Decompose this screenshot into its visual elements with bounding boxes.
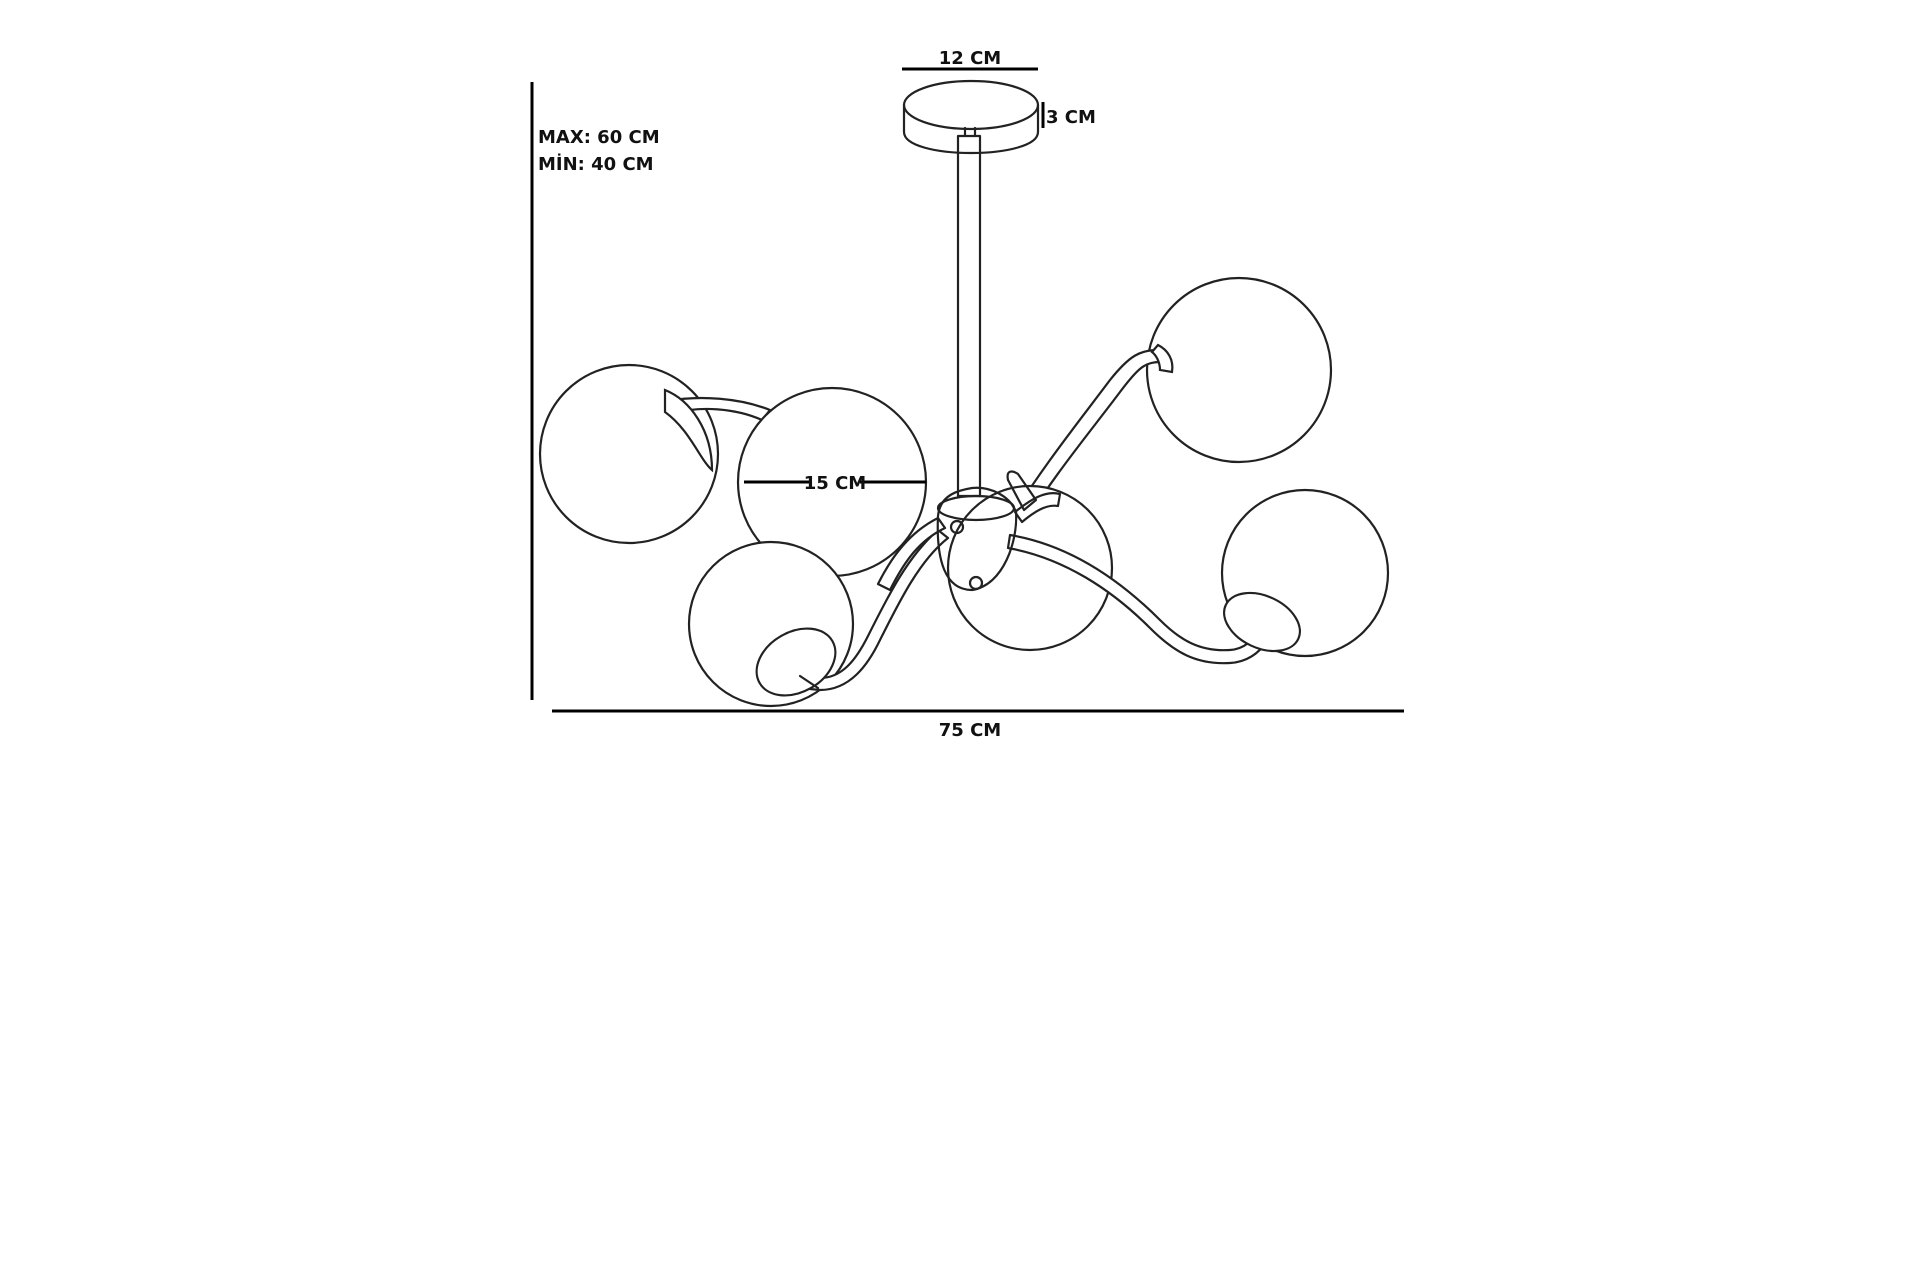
cup-back-left (663, 388, 714, 473)
globe-back-right (1145, 276, 1333, 464)
hub-screw-bottom (968, 575, 984, 591)
height-min-label: MİN: 40 CM (538, 153, 654, 175)
hub-socket-fin (1006, 470, 1038, 512)
canopy-height-label: 3 CM (1046, 107, 1096, 128)
cup-back-right (1150, 343, 1174, 374)
arm-front-left (876, 516, 947, 592)
height-max-label: MAX: 60 CM (538, 127, 660, 148)
hub-screw-left (949, 519, 965, 535)
central-hub (936, 486, 1018, 592)
ceiling-canopy (902, 79, 1040, 155)
total-width-label: 75 CM (939, 720, 1001, 741)
globe-center (946, 484, 1114, 652)
cup-lower-right (1223, 591, 1301, 653)
cup-lower-left (755, 627, 837, 697)
cup-lower-left-neck (798, 674, 820, 690)
arm-center (1013, 492, 1062, 524)
globe-back-left (538, 363, 720, 545)
down-rod (956, 126, 982, 498)
globe-diameter-label: 15 CM (804, 473, 866, 494)
canopy-width-label: 12 CM (939, 48, 1001, 69)
